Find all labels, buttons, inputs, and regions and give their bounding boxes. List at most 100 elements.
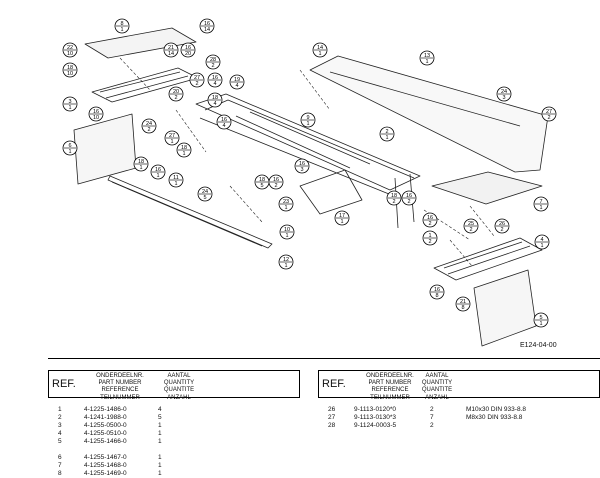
callout-qty: 2 [428,239,431,245]
part-ref: 2 [58,414,62,421]
callout-qty: 2 [407,199,410,205]
callout-qty: 1 [540,243,543,249]
part-ref: 5 [58,438,62,445]
callout-balloon: 282 [205,54,221,70]
callout-ref: 24 [501,89,507,95]
callout-qty: 2 [147,127,150,133]
part-ref: 6 [58,454,62,461]
callout-qty: 20 [185,51,191,57]
callout-balloon: 184 [207,92,223,108]
callout-qty: 1 [170,139,173,145]
callout-balloon: 164 [216,114,232,130]
callout-ref: 21 [168,45,174,51]
callout-ref: 16 [434,287,440,293]
callout-ref: 16 [204,21,210,27]
callout-ref: 16 [185,45,191,51]
part-number: 9-1113-0130*3 [354,414,397,421]
callout-ref: 12 [283,257,289,263]
part-number: 4-1255-0500-0 [84,422,127,429]
left-long-rail [107,175,273,249]
callout-ref: 13 [424,53,430,59]
callout-ref: 27 [546,109,552,115]
callout-ref: 16 [155,167,161,173]
callout-ref: 4 [540,237,543,243]
callout-qty: 1 [340,219,343,225]
callout-ref: 10 [284,227,290,233]
callout-qty: 8 [461,305,464,311]
callout-balloon: 101 [279,224,295,240]
callout-ref: 5 [539,315,542,321]
callout-qty: 1 [306,121,309,127]
callout-ref: 16 [212,75,218,81]
callout-ref: 3 [68,99,71,105]
callout-qty: 2 [469,227,472,233]
callout-balloon: 202 [168,86,184,102]
callout-qty: 1 [539,205,542,211]
callout-qty: 10 [67,51,73,57]
callout-ref: 28 [210,57,216,63]
quantity-header: AANTAL QUANTITY QUANTITE ANZAHL [421,373,453,401]
part-number: 4-1225-1486-0 [84,406,127,413]
part-number: 4-1255-0510-0 [84,430,127,437]
callout-ref: 6 [68,143,71,149]
callout-qty: 2 [547,115,550,121]
callout-balloon: 271 [164,130,180,146]
callout-balloon: 131 [419,50,435,66]
callout-ref: 1 [428,233,431,239]
callout-ref: 8 [120,21,123,27]
callout-balloon: 243 [496,86,512,102]
part-qty: 5 [158,414,162,421]
part-description: M10x30 DIN 933-8.8 [466,406,526,413]
callout-balloon: 141 [312,42,328,58]
callout-ref: 23 [283,199,289,205]
callout-ref: 25 [468,221,474,227]
callout-qty: 5 [203,195,206,201]
part-ref: 3 [58,422,62,429]
callout-qty: 3 [502,95,505,101]
callout-balloon: 61 [62,140,78,156]
callout-balloon: 111 [168,172,184,188]
part-number: 4-1241-1988-0 [84,414,127,421]
callout-qty: 2 [274,183,277,189]
callout-ref: 22 [67,45,73,51]
part-ref: 4 [58,430,62,437]
part-number: 4-1255-1469-0 [84,470,127,477]
callout-balloon: 262 [494,218,510,234]
callout-balloon: 31 [62,96,78,112]
callout-balloon: 161 [150,164,166,180]
callout-ref: 11 [173,175,179,181]
callout-balloon: 231 [278,196,294,212]
right-lower-frame [433,237,543,281]
callout-balloon: 163 [294,158,310,174]
part-qty: 1 [158,470,162,477]
part-ref: 8 [58,470,62,477]
callout-qty: 1 [156,173,159,179]
callout-balloon: 162 [422,212,438,228]
callout-balloon: 91 [300,112,316,128]
part-qty: 1 [158,438,162,445]
part-description: M8x30 DIN 933-8.8 [466,414,523,421]
part-qty: 7 [430,414,434,421]
parts-table-right-header: REF. ONDERDEELNR. PART NUMBER REFERENCE … [318,370,600,401]
callout-ref: 18 [391,193,397,199]
callout-balloon: 185 [254,174,270,190]
callout-balloon: 164 [207,72,223,88]
callout-qty: 1 [318,51,321,57]
callout-ref: 16 [93,109,99,115]
callout-ref: 24 [146,121,152,127]
callout-balloon: 81 [114,18,130,34]
part-qty: 1 [158,454,162,461]
callout-qty: 5 [260,183,263,189]
callout-qty: 4 [213,101,216,107]
callout-qty: 4 [222,123,225,129]
callout-qty: 1 [539,321,542,327]
callout-qty: 8 [435,293,438,299]
left-side-panel [73,113,137,185]
callout-ref: 7 [539,199,542,205]
callout-balloon: 181 [176,142,192,158]
